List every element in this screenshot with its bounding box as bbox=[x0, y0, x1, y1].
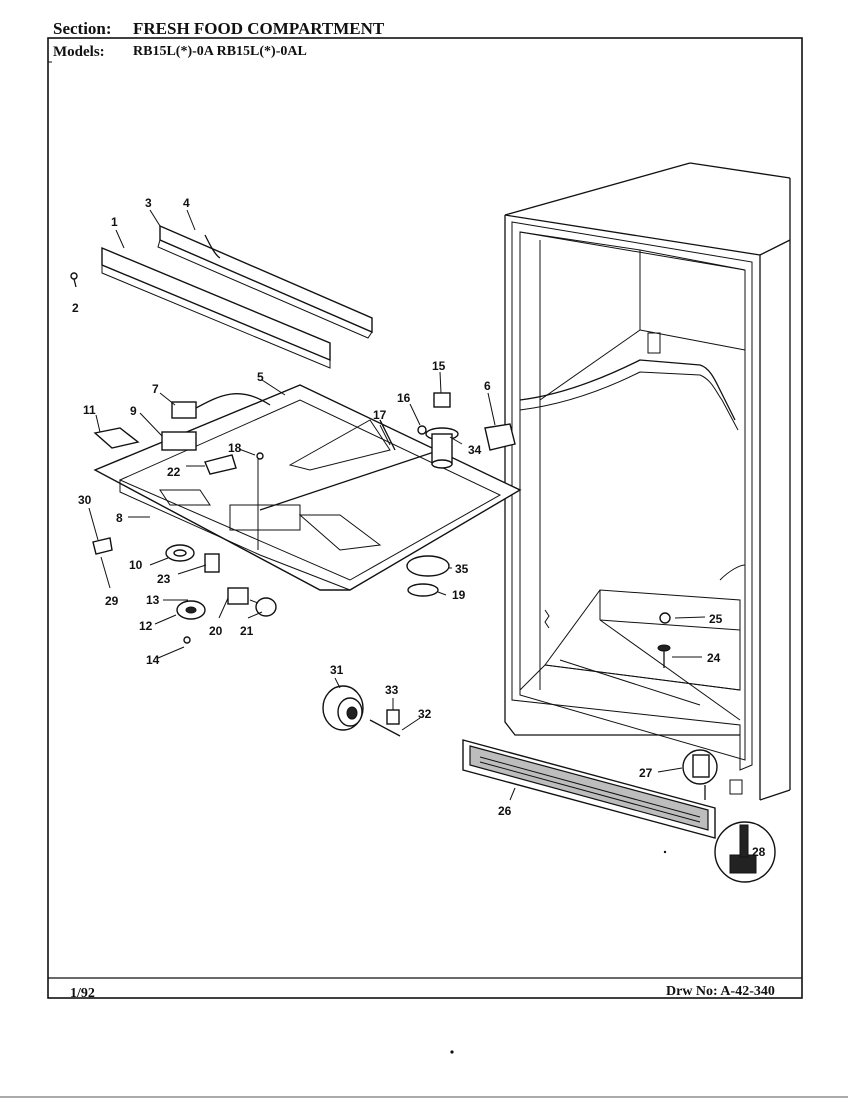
callout-22: 22 bbox=[167, 465, 181, 479]
callout-30: 30 bbox=[78, 493, 92, 507]
callout-25: 25 bbox=[709, 612, 723, 626]
callout-29: 29 bbox=[105, 594, 119, 608]
callout-26: 26 bbox=[498, 804, 512, 818]
callout-12: 12 bbox=[139, 619, 153, 633]
callout-3: 3 bbox=[145, 196, 152, 210]
part-toe-grille bbox=[462, 739, 716, 839]
callout-34: 34 bbox=[468, 443, 482, 457]
part-hinge bbox=[682, 749, 718, 785]
part-ring bbox=[407, 583, 439, 597]
part-control-housing bbox=[93, 384, 522, 591]
part-lamp-socket bbox=[227, 587, 277, 617]
callout-19: 19 bbox=[452, 588, 466, 602]
callout-31: 31 bbox=[330, 663, 344, 677]
part-screw bbox=[256, 452, 264, 460]
callout-35: 35 bbox=[455, 562, 469, 576]
callout-10: 10 bbox=[129, 558, 143, 572]
callout-17: 17 bbox=[373, 408, 387, 422]
part-damper-assembly bbox=[417, 392, 459, 469]
part-rail-upper bbox=[157, 224, 373, 339]
part-socket bbox=[204, 553, 220, 573]
callout-7: 7 bbox=[152, 382, 159, 396]
callout-2: 2 bbox=[72, 301, 79, 315]
callout-23: 23 bbox=[157, 572, 171, 586]
part-thermostat bbox=[161, 393, 271, 451]
callout-24: 24 bbox=[707, 651, 721, 665]
callout-9: 9 bbox=[130, 404, 137, 418]
part-screw-24 bbox=[657, 644, 671, 668]
callout-4: 4 bbox=[183, 196, 190, 210]
leader-lines bbox=[88, 209, 706, 801]
diagram-border bbox=[47, 37, 803, 999]
part-plate bbox=[93, 427, 140, 449]
part-clip bbox=[204, 454, 237, 475]
part-leveling-leg bbox=[714, 821, 776, 883]
part-nut-25 bbox=[659, 612, 671, 624]
callout-28: 28 bbox=[752, 845, 766, 859]
part-grommet bbox=[165, 544, 195, 562]
screw-icon bbox=[70, 272, 78, 288]
callout-labels: 1 2 3 4 5 6 7 8 9 11 12 13 14 15 16 17 1… bbox=[72, 196, 766, 859]
part-roller bbox=[322, 685, 401, 737]
callout-20: 20 bbox=[209, 624, 223, 638]
models-label: Models: bbox=[53, 44, 105, 60]
models-list: RB15L(*)-0A RB15L(*)-0AL bbox=[133, 44, 307, 59]
callout-15: 15 bbox=[432, 359, 446, 373]
part-bracket-long bbox=[101, 246, 331, 369]
callout-13: 13 bbox=[146, 593, 160, 607]
section-label: Section: bbox=[53, 19, 112, 38]
callout-14: 14 bbox=[146, 653, 160, 667]
callout-16: 16 bbox=[397, 391, 411, 405]
callout-5: 5 bbox=[257, 370, 264, 384]
refrigerator-cabinet bbox=[504, 162, 791, 801]
section-title: FRESH FOOD COMPARTMENT bbox=[133, 19, 385, 38]
callout-21: 21 bbox=[240, 624, 254, 638]
part-bracket-6 bbox=[484, 423, 516, 451]
part-disc bbox=[406, 555, 450, 577]
callout-8: 8 bbox=[116, 511, 123, 525]
callout-27: 27 bbox=[639, 766, 653, 780]
callout-33: 33 bbox=[385, 683, 399, 697]
drawing-number: Drw No: A-42-340 bbox=[666, 984, 775, 999]
callout-1: 1 bbox=[111, 215, 118, 229]
callout-18: 18 bbox=[228, 441, 242, 455]
callout-32: 32 bbox=[418, 707, 432, 721]
part-clip-30 bbox=[92, 537, 113, 555]
callout-6: 6 bbox=[484, 379, 491, 393]
part-knob bbox=[176, 600, 206, 644]
callout-11: 11 bbox=[83, 403, 96, 417]
